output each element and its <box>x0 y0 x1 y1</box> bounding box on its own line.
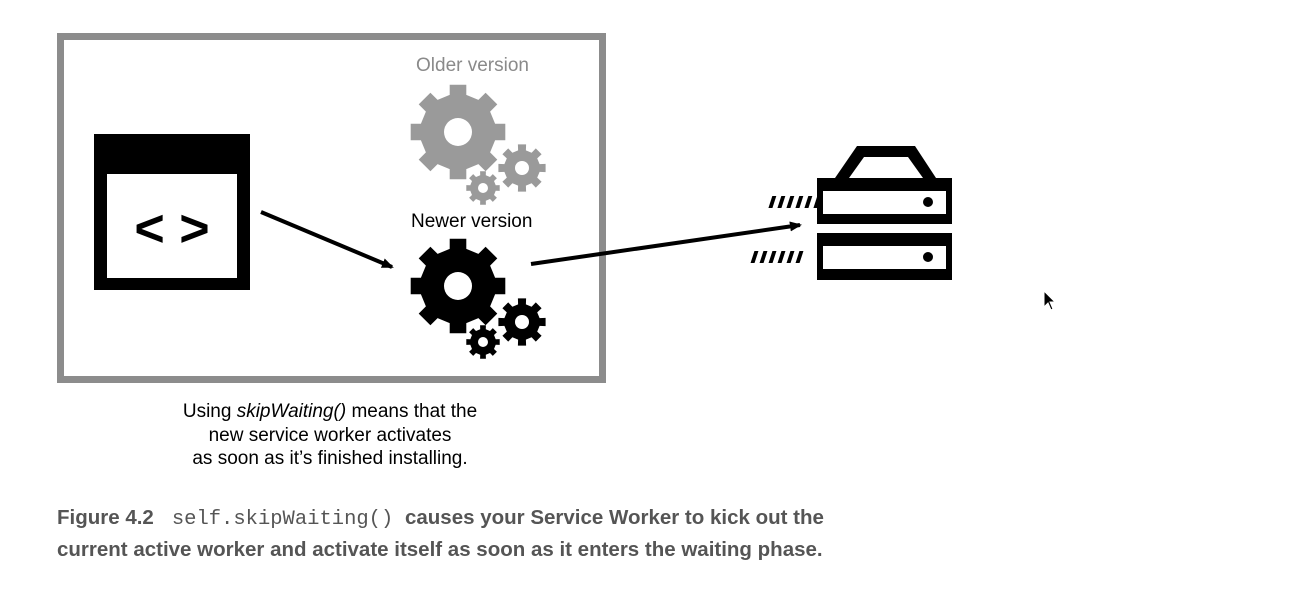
server-icon <box>750 146 952 280</box>
note-line-1: Using skipWaiting() means that the <box>182 401 478 422</box>
figure-code: self.skipWaiting() <box>171 508 394 531</box>
code-symbol: < > <box>134 200 209 258</box>
gear-hole <box>515 161 529 175</box>
arrow-worker-to-server <box>530 221 802 266</box>
older-gears-icon <box>410 84 546 205</box>
gear-hole <box>444 272 472 300</box>
skipwaiting-term: skipWaiting() <box>236 401 347 422</box>
newer-version-label: Newer version <box>411 211 533 232</box>
note-line-2: new service worker activates <box>208 424 452 446</box>
older-version-label: Older version <box>416 55 529 76</box>
gear-hole <box>478 183 488 193</box>
browser-code-window-icon: < > <box>94 134 250 290</box>
mouse-cursor-icon <box>1043 290 1057 311</box>
diagram-note: Using skipWaiting() means that the new s… <box>150 400 510 471</box>
gear-hole <box>444 118 472 146</box>
arrow-browser-to-worker <box>260 210 394 269</box>
figure-number: Figure 4.2 <box>57 506 154 529</box>
note-line-3: as soon as it’s finished installing. <box>192 448 468 469</box>
newer-gears-icon <box>410 238 546 359</box>
figure-caption-line-2: current active worker and activate itsel… <box>57 538 823 561</box>
gear-hole <box>478 337 488 347</box>
gear-hole <box>515 315 529 329</box>
